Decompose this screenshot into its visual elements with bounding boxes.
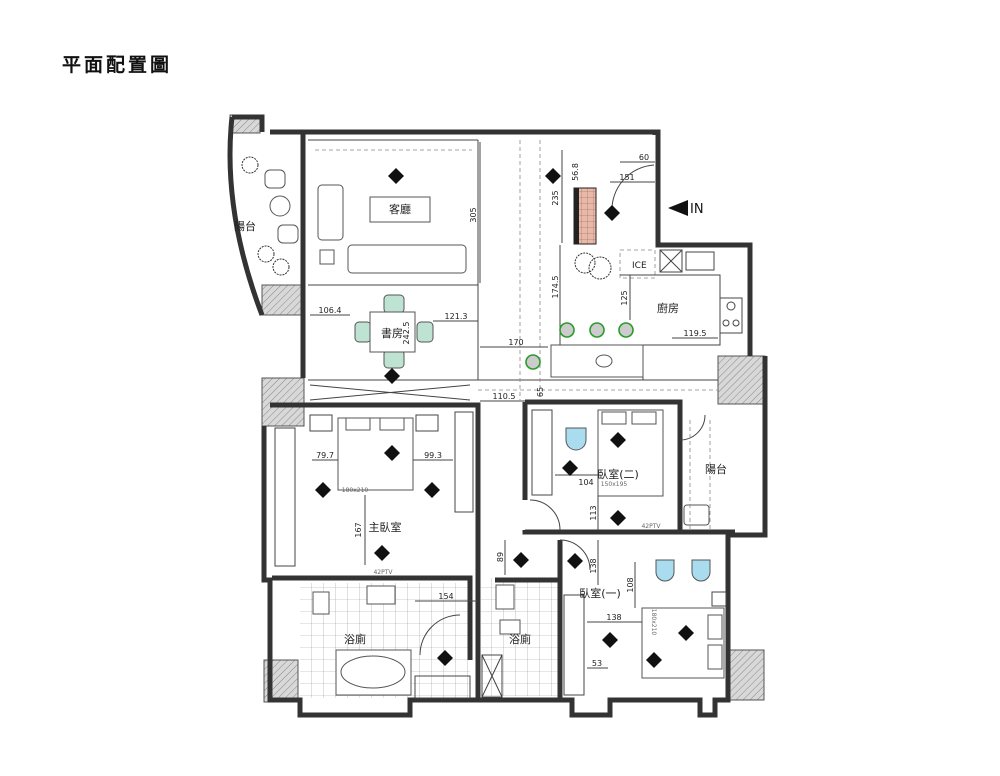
dimension-label: 242.5 [402,322,411,345]
balcony-right-furniture [679,414,711,530]
living-room-furniture [317,184,467,274]
bed-size-master: 180x210 [342,487,369,494]
dimension-label: 138 [589,558,598,573]
bath-2-fixtures [481,584,521,698]
exterior-walls [227,114,768,718]
room-label-balcony-left: 陽台 [234,219,256,233]
dimension-label: 167 [354,522,363,537]
interior-walls [270,132,735,700]
dimension-label: 170 [508,338,523,347]
dimension-label: 60 [639,153,649,162]
room-label-bedroom-2: 臥室(二) [597,467,639,481]
bedroom-2-furniture [529,409,664,531]
balcony-left-furniture [241,156,299,276]
dimension-label: 110.5 [493,392,516,401]
bed-size-bedroom-2: 150x195 [601,481,628,488]
master-bedroom-furniture [274,411,474,699]
page-title: 平面配置圖 [62,54,173,76]
tv-label-master: 42PTV [373,569,393,576]
dimension-label: 113 [589,505,598,520]
dimension-label: 119.5 [684,329,707,338]
dimension-label: 56.8 [571,163,580,181]
room-label-study: 書房 [381,326,403,340]
dimension-label: 154 [438,592,453,601]
dimension-label: 235 [551,190,560,205]
entry-arrow-icon [668,200,688,216]
dimension-label: 65 [536,387,545,397]
entry-label: IN [690,202,704,217]
dimension-label: 104 [578,478,593,487]
room-label-kitchen: 廚房 [657,301,679,315]
room-label-bath-2: 浴廁 [509,632,531,646]
bath-2-floor [481,578,559,696]
dimension-labels: 305 56.8 235 60 151 174.5 125 119.5 106.… [316,153,706,668]
dimension-label: 99.3 [424,451,442,460]
dimension-lines [310,142,718,669]
dimension-label: 121.3 [445,312,468,321]
room-label-bath-master: 浴廁 [344,632,366,646]
dimension-label: 79.7 [316,451,334,460]
ice-label: ICE [632,261,647,271]
room-label-bedroom-1: 臥室(一) [579,586,621,600]
dimension-label: 138 [606,613,621,622]
dimension-label: 108 [626,577,635,592]
study-table [354,294,434,369]
room-label-master-bedroom: 主臥室 [369,520,402,534]
room-label-living: 客廳 [389,202,411,216]
kitchen-fixtures [525,249,743,380]
bedroom-1-furniture [559,539,727,696]
dimension-label: 89 [496,552,505,562]
dimension-label: 174.5 [551,276,560,299]
entry-door-swing [611,164,655,213]
dimension-label: 53 [592,659,602,668]
bed-size-bedroom-1: 180x210 [650,609,657,636]
room-label-balcony-right: 陽台 [705,462,727,476]
dimension-label: 305 [469,207,478,222]
dimension-label: 151 [619,173,634,182]
dimension-label: 106.4 [319,306,342,315]
dimension-label: 125 [620,290,629,305]
ceiling-light-icons [315,168,694,668]
master-bath-fixtures [312,585,461,696]
plant-icon [574,252,612,280]
tv-label-bedroom-2: 42PTV [641,523,661,530]
